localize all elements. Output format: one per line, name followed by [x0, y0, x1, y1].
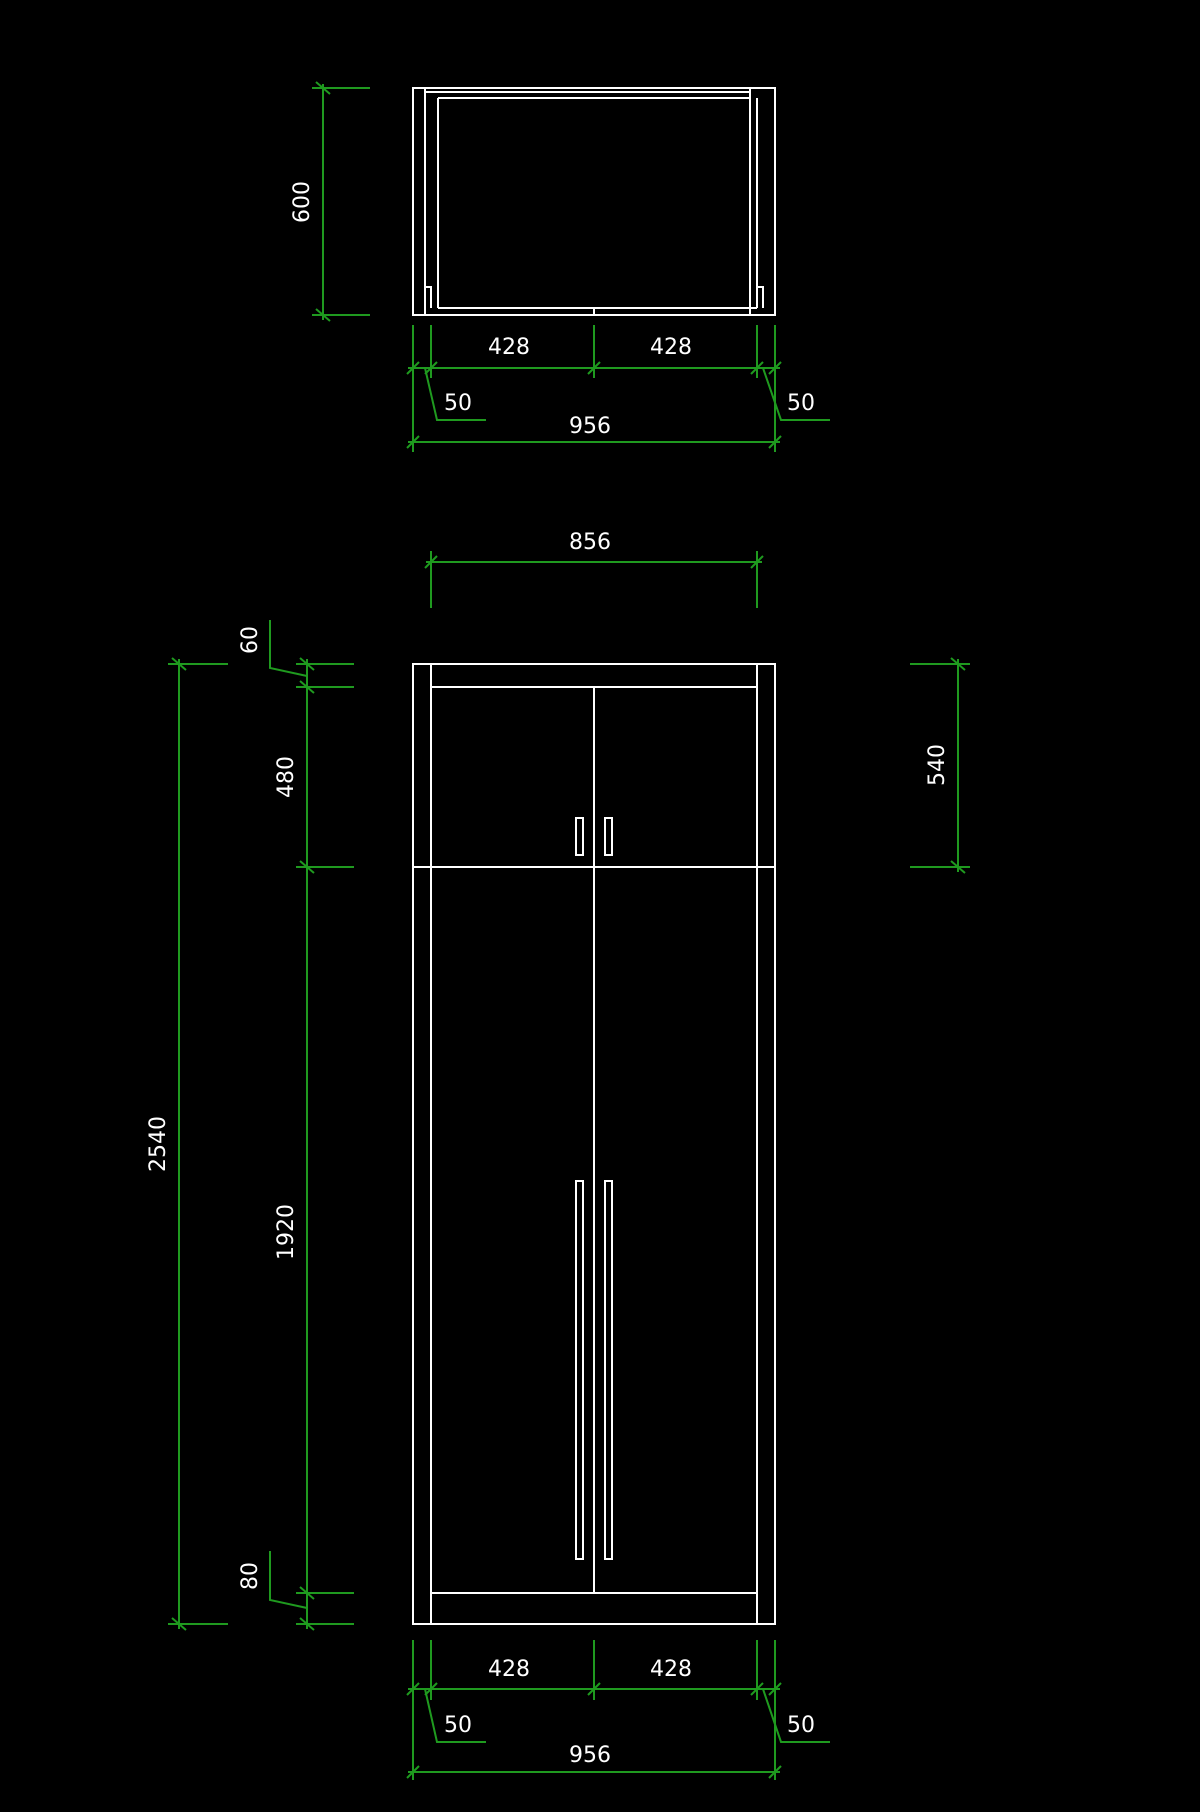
plan-cabinet-outline — [412, 87, 776, 316]
elevation-inner-width-dimension: 856 — [424, 530, 764, 608]
elevation-side-right-label: 50 — [787, 1713, 815, 1738]
elevation-height-chain: 60 480 1920 80 — [238, 620, 354, 1631]
elevation-width-dimensions: 428 428 50 50 956 — [406, 1640, 830, 1780]
lower-right-handle — [604, 1180, 613, 1560]
door-handles — [575, 817, 613, 1560]
plan-side-left-label: 50 — [444, 391, 472, 416]
plan-overall-width-label: 956 — [569, 414, 611, 439]
elevation-upper-section-label: 540 — [925, 744, 950, 786]
elevation-overall-width-label: 956 — [569, 1743, 611, 1768]
plan-side-right-label: 50 — [787, 391, 815, 416]
elevation-overall-height-dimension: 2540 — [146, 657, 228, 1631]
elevation-door-right-label: 428 — [650, 1657, 692, 1682]
plan-door-right-label: 428 — [650, 335, 692, 360]
elevation-view: 856 2540 — [146, 530, 970, 1780]
upper-left-handle — [575, 817, 584, 856]
elevation-top-board-label: 60 — [238, 626, 263, 654]
elevation-side-left-label: 50 — [444, 1713, 472, 1738]
upper-right-handle — [604, 817, 613, 856]
elevation-upper-door-label: 480 — [274, 756, 299, 798]
elevation-cabinet-body — [412, 663, 776, 1625]
plan-width-dimensions: 428 428 50 50 956 — [406, 325, 830, 452]
lower-left-handle — [575, 1180, 584, 1560]
elevation-overall-height-label: 2540 — [146, 1116, 171, 1172]
elevation-upper-section-dimension: 540 — [910, 657, 970, 874]
elevation-plinth-label: 80 — [238, 1562, 263, 1590]
plan-door-left-label: 428 — [488, 335, 530, 360]
plan-depth-label: 600 — [290, 181, 315, 223]
elevation-inner-width-label: 856 — [569, 530, 611, 555]
elevation-lower-door-label: 1920 — [274, 1204, 299, 1260]
plan-view: 600 428 428 50 50 — [290, 81, 830, 452]
elevation-door-left-label: 428 — [488, 1657, 530, 1682]
plan-depth-dimension: 600 — [290, 81, 370, 322]
